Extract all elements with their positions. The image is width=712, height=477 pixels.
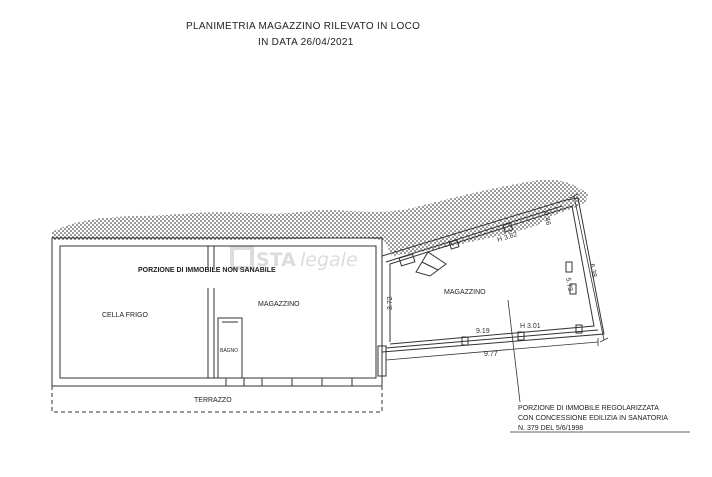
ground-hatch xyxy=(52,179,588,256)
watermark-brand-b: legale xyxy=(300,249,358,271)
dim-977: 9.77 xyxy=(484,351,498,358)
watermark: STA legale xyxy=(230,246,358,271)
note-line1: PORZIONE DI IMMOBILE REGOLARIZZATA xyxy=(518,405,659,412)
label-terrazzo: TERRAZZO xyxy=(194,397,232,404)
watermark-brand-a: STA xyxy=(256,249,296,271)
terrazzo xyxy=(51,386,383,413)
label-cella-frigo: CELLA FRIGO xyxy=(102,312,148,319)
plan-title-line1: PLANIMETRIA MAGAZZINO RILEVATO IN LOCO xyxy=(186,21,421,32)
label-magazzino-left: MAGAZZINO xyxy=(258,301,300,308)
dimension-lines xyxy=(385,193,690,433)
plan-title-line2: IN DATA 26/04/2021 xyxy=(258,37,354,48)
dim-573: 5.73 xyxy=(564,277,573,292)
label-non-sanabile: PORZIONE DI IMMOBILE NON SANABILE xyxy=(138,267,276,274)
dim-919: 9.19 xyxy=(476,328,490,335)
label-magazzino-right: MAGAZZINO xyxy=(444,289,486,296)
right-building xyxy=(381,197,605,353)
dim-046: 0.46 xyxy=(542,211,551,226)
dim-372: 3.72 xyxy=(387,296,394,310)
note-line3: N. 379 DEL 5/6/1998 xyxy=(518,425,583,432)
note-line2: CON CONCESSIONE EDILIZIA IN SANATORIA xyxy=(518,415,668,422)
label-bagno: BAGNO xyxy=(220,348,238,354)
dim-638: 6.38 xyxy=(588,263,597,278)
dim-h-bottom: H 3.01 xyxy=(520,323,541,330)
